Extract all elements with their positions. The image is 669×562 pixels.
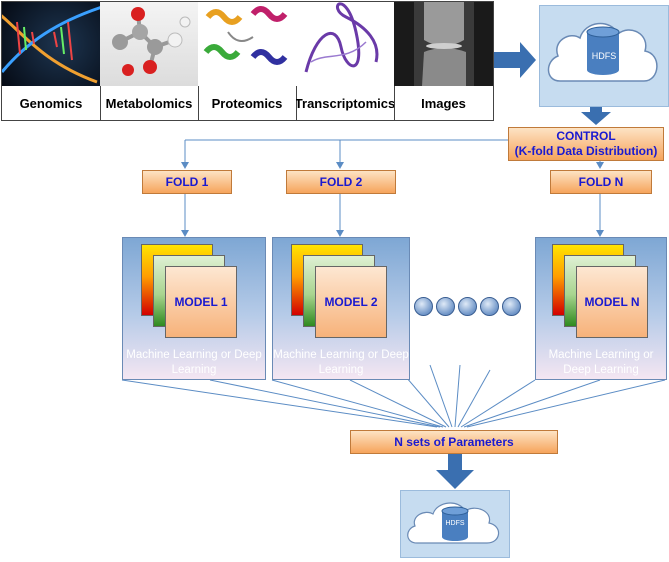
omics-tile-transcriptomics: Transcriptomics <box>296 2 395 120</box>
aggregate-box: N sets of Parameters <box>350 430 558 454</box>
ellipsis-dot <box>480 297 499 316</box>
cloud-icon <box>547 22 658 82</box>
control-title: CONTROL <box>556 129 616 143</box>
cloud-icon <box>407 502 500 544</box>
database-icon <box>586 26 620 75</box>
hdfs-cloud-bottom: HDFS <box>400 490 510 558</box>
model-title: MODEL N <box>576 266 648 338</box>
ellipsis-dot <box>502 297 521 316</box>
arrow-to-bottom-hdfs <box>436 453 474 489</box>
model-caption: Machine Learning or Deep Learning <box>273 349 409 376</box>
omics-label: Proteomics <box>211 95 283 111</box>
dna-helix-icon <box>2 2 100 86</box>
fold-box-n: FOLD N <box>550 170 652 194</box>
mri-knee-icon <box>394 2 493 86</box>
molecule-icon <box>100 2 198 86</box>
protein-structure-icon <box>198 2 296 86</box>
ellipsis-dot <box>414 297 433 316</box>
model-panel-2: MODEL 2 Machine Learning or Deep Learnin… <box>272 237 410 380</box>
omics-label: Images <box>421 95 466 111</box>
database-icon <box>441 506 469 541</box>
omics-tile-proteomics: Proteomics <box>198 2 297 120</box>
model-title: MODEL 2 <box>315 266 387 338</box>
control-subtitle: (K-fold Data Distribution) <box>514 144 658 158</box>
hdfs-label: HDFS <box>591 51 617 61</box>
model-caption: Machine Learning or Deep Learning <box>126 349 262 376</box>
model-panel-1: MODEL 1 Machine Learning or Deep Learnin… <box>122 237 266 380</box>
model-panel-n: MODEL N Machine Learning or Deep Learnin… <box>535 237 667 380</box>
omics-label: Transcriptomics <box>296 95 395 111</box>
arrow-to-control <box>581 100 611 125</box>
omics-tile-genomics: Genomics <box>2 2 101 120</box>
omics-strip: Genomics Metabolomics <box>1 1 494 121</box>
rna-structure-icon <box>296 2 394 86</box>
model-title: MODEL 1 <box>165 266 237 338</box>
ellipsis-dot <box>436 297 455 316</box>
hdfs-cloud-top: HDFS <box>539 5 669 107</box>
ellipsis-dot <box>458 297 477 316</box>
control-box: CONTROL (K-fold Data Distribution) <box>508 127 664 161</box>
omics-label: Genomics <box>19 95 83 111</box>
fold-box-1: FOLD 1 <box>142 170 232 194</box>
omics-label: Metabolomics <box>105 95 193 111</box>
model-caption: Machine Learning or Deep Learning <box>548 349 654 376</box>
hdfs-label: HDFS <box>445 520 465 527</box>
omics-tile-images: Images <box>394 2 493 120</box>
arrow-to-hdfs <box>494 42 536 78</box>
fold-box-2: FOLD 2 <box>286 170 396 194</box>
omics-tile-metabolomics: Metabolomics <box>100 2 199 120</box>
